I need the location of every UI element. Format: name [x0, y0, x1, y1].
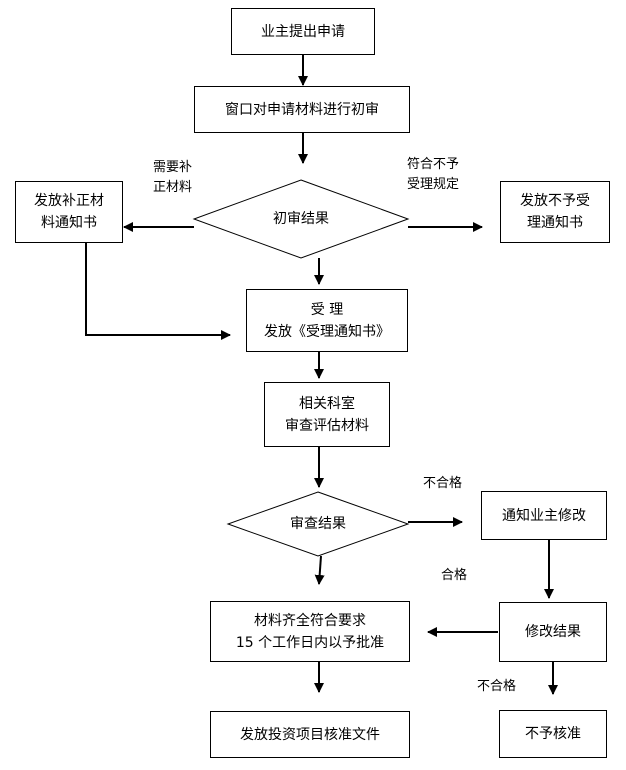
notify-owner-text: 通知业主修改: [502, 507, 586, 524]
modify-result-text: 修改结果: [525, 624, 581, 640]
issue-reject-box: 发放不予受 理通知书: [500, 181, 610, 243]
meets-reject-label: 符合不予 受理规定: [407, 155, 459, 195]
fail-label-1: 不合格: [423, 476, 463, 491]
review-result-text: 审查结果: [290, 516, 346, 532]
pass-label: 合格: [441, 568, 468, 583]
dept-review-line2: 审查评估材料: [285, 417, 369, 434]
apply-box: 业主提出申请: [231, 8, 375, 55]
meets-reject-line2: 受理规定: [407, 177, 460, 192]
review-result-diamond: [226, 491, 410, 557]
window-review-box: 窗口对申请材料进行初审: [194, 86, 410, 133]
notify-owner-box: 通知业主修改: [481, 491, 607, 540]
need-supplement-line2: 正材料: [153, 180, 193, 195]
accept-line2: 发放《受理通知书》: [264, 323, 390, 340]
issue-supplement-box: 发放补正材 料通知书: [15, 181, 123, 243]
approve-line1: 材料齐全符合要求: [253, 612, 366, 629]
not-approved-text: 不予核准: [525, 726, 581, 742]
initial-result-diamond: [192, 179, 410, 259]
issue-supplement-line2: 料通知书: [41, 215, 97, 231]
approve-box: 材料齐全符合要求 15 个工作日内以予批准: [210, 601, 410, 662]
need-supplement-label: 需要补 正材料: [153, 158, 192, 198]
arrow-review-to-approve: [314, 555, 325, 585]
issue-supplement-line1: 发放补正材: [34, 193, 104, 209]
arrow-supplement-to-accept: [85, 243, 231, 340]
fail-label-2: 不合格: [477, 679, 517, 694]
issue-doc-box: 发放投资项目核准文件: [210, 711, 410, 758]
need-supplement-line1: 需要补: [153, 160, 193, 175]
accept-line1: 受 理: [310, 301, 344, 318]
meets-reject-line1: 符合不予: [407, 157, 460, 172]
approve-line2: 15 个工作日内以予批准: [235, 634, 385, 651]
window-review-text: 窗口对申请材料进行初审: [225, 101, 379, 118]
issue-reject-line2: 理通知书: [527, 215, 583, 231]
issue-reject-line1: 发放不予受: [520, 193, 590, 209]
apply-text: 业主提出申请: [261, 23, 345, 40]
initial-result-text: 初审结果: [273, 211, 329, 227]
dept-review-box: 相关科室 审查评估材料: [264, 382, 390, 447]
not-approved-box: 不予核准: [499, 710, 607, 758]
dept-review-line1: 相关科室: [299, 395, 355, 412]
accept-box: 受 理 发放《受理通知书》: [246, 289, 408, 352]
modify-result-box: 修改结果: [499, 602, 607, 662]
issue-doc-text: 发放投资项目核准文件: [240, 726, 380, 743]
